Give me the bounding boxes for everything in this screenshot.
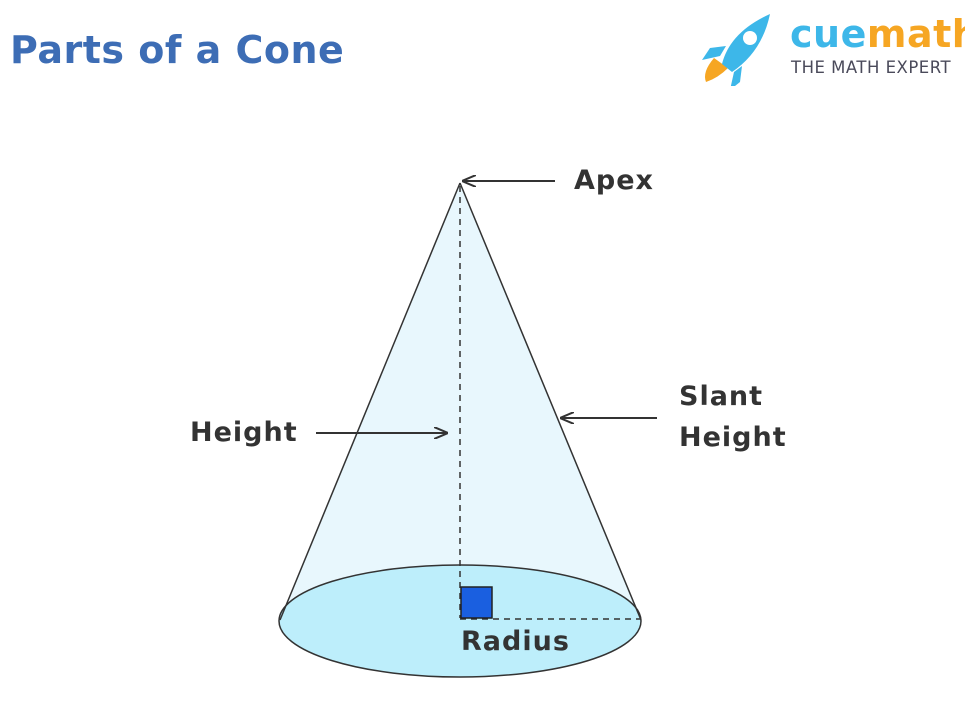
cone-surface bbox=[280, 183, 641, 620]
rocket-icon bbox=[702, 14, 770, 86]
slant-height-label-line1: Slant bbox=[679, 381, 764, 412]
brand-name-cue: cue bbox=[790, 12, 867, 56]
slant-height-label-line2: Height bbox=[679, 422, 787, 453]
cone-base bbox=[278, 564, 642, 678]
page-title: Parts of a Cone bbox=[10, 28, 345, 72]
brand-tagline: THE MATH EXPERT bbox=[791, 58, 952, 77]
brand-logo: cuemath THE MATH EXPERT bbox=[700, 6, 965, 86]
brand-name: cuemath bbox=[790, 12, 965, 56]
cone-right-edge bbox=[459, 182, 642, 621]
brand-name-math: math bbox=[866, 12, 965, 56]
apex-label: Apex bbox=[574, 165, 654, 196]
right-angle-marker bbox=[460, 586, 493, 619]
height-label: Height bbox=[190, 417, 298, 448]
cone-left-edge bbox=[279, 182, 461, 621]
radius-label: Radius bbox=[461, 626, 570, 657]
